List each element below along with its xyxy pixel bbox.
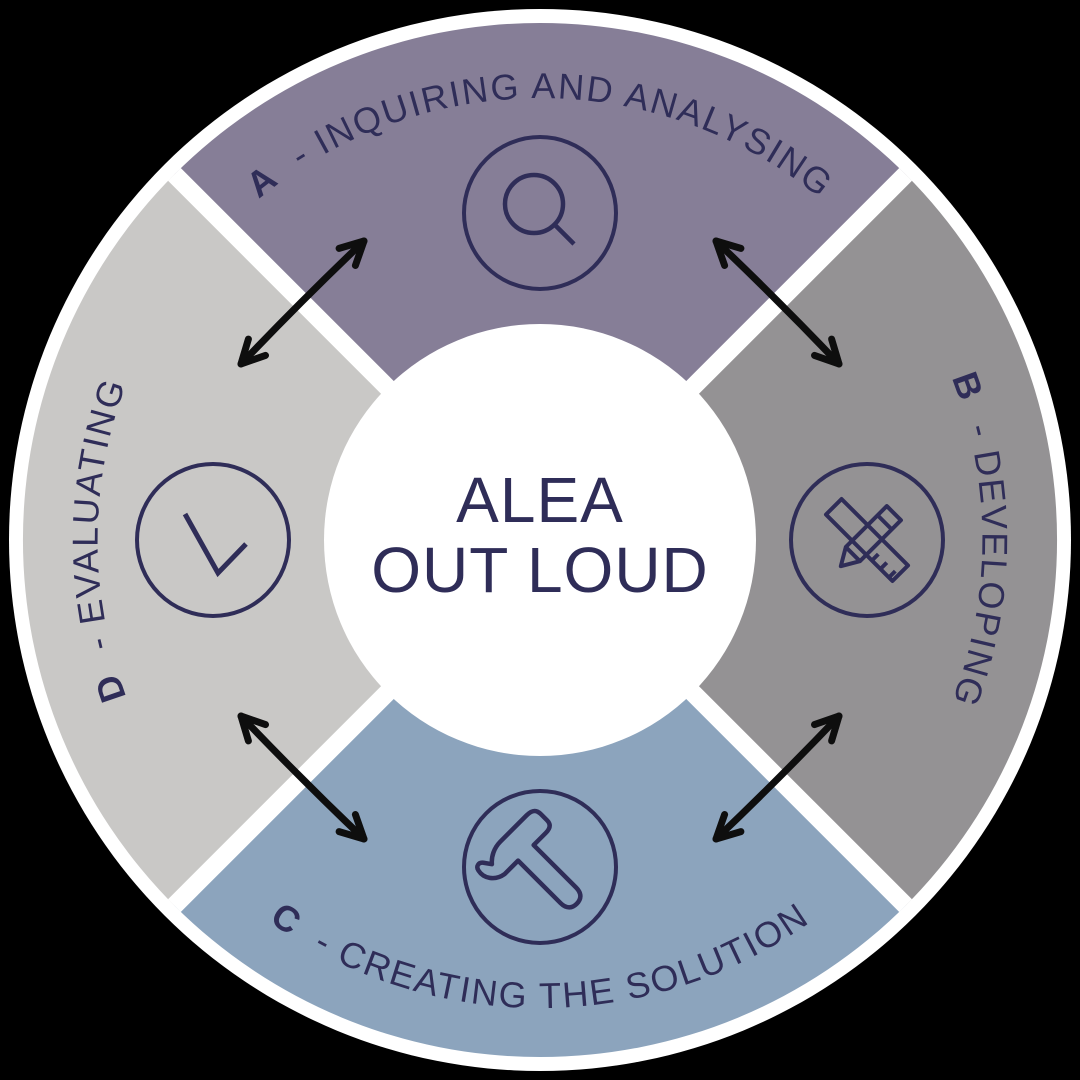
pencil-part [838, 504, 903, 569]
magnifier-icon-handle [552, 222, 576, 246]
hammer-icon [462, 789, 618, 945]
double-arrow-a-b [712, 237, 843, 368]
sectors [22, 22, 1058, 1058]
center-title-line1: ALEA [456, 464, 624, 536]
pencil-ruler-icon-ring [789, 462, 945, 618]
check-icon-ring [135, 462, 291, 618]
cycle-arrows [241, 237, 843, 839]
sector-c-creating [174, 690, 906, 1058]
check-icon-glyph [182, 512, 248, 578]
pencil-ruler-icon [789, 462, 945, 618]
ruler-part [823, 496, 911, 584]
center-hub [324, 324, 756, 756]
magnifier-icon-ring [462, 135, 618, 291]
sector-b-developing [690, 174, 1058, 906]
check-icon [135, 462, 291, 618]
magnifier-icon [462, 135, 618, 291]
hammer-icon-ring [462, 789, 618, 945]
sector-a-inquiring [174, 22, 906, 390]
hammer-icon-glyph [475, 808, 583, 910]
magnifier-icon-glass [502, 172, 566, 236]
sector-d-evaluating [22, 174, 390, 906]
center-title-line2: OUT LOUD [371, 534, 709, 606]
